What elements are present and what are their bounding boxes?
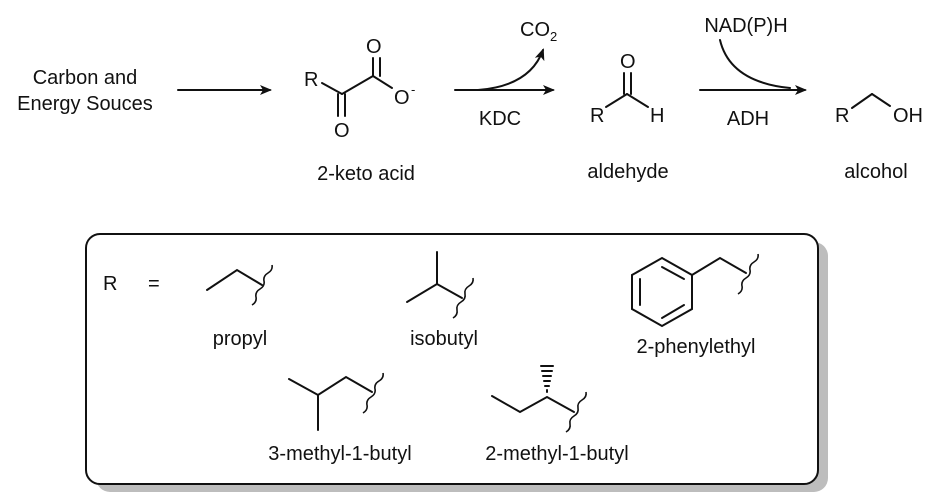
r-group-name-propyl: propyl bbox=[213, 328, 267, 350]
r-group-name-3-methyl-1-butyl: 3-methyl-1-butyl bbox=[268, 443, 411, 465]
source-label-line2: Energy Souces bbox=[17, 93, 153, 115]
adh-enzyme-label: ADH bbox=[727, 108, 769, 130]
methylbutyl-2-structure bbox=[491, 365, 587, 433]
alcohol-structure: R OH bbox=[835, 93, 923, 127]
r-group-name-2-methyl-1-butyl: 2-methyl-1-butyl bbox=[485, 443, 628, 465]
kdc-enzyme-label: KDC bbox=[479, 108, 521, 130]
alcohol-oh: OH bbox=[893, 105, 923, 127]
keto-acid-name: 2-keto acid bbox=[317, 163, 415, 185]
keto-acid-r: R bbox=[304, 69, 318, 91]
methylbutyl-3-structure bbox=[288, 372, 384, 431]
aldehyde-name: aldehyde bbox=[587, 161, 668, 183]
co2-release-arrow bbox=[477, 48, 545, 91]
hashed-wedge-bond bbox=[540, 365, 554, 393]
r-group-name-isobutyl: isobutyl bbox=[410, 328, 478, 350]
propyl-structure bbox=[206, 264, 273, 306]
phenylethyl-structure bbox=[631, 253, 759, 328]
alcohol-name: alcohol bbox=[844, 161, 907, 183]
cofactor-label: NAD(P)H bbox=[704, 15, 787, 37]
keto-acid-structure: R O O - O bbox=[304, 36, 415, 142]
aldehyde-structure: R O H bbox=[590, 51, 664, 127]
nadph-arrow bbox=[719, 39, 791, 89]
aldehyde-h: H bbox=[650, 105, 664, 127]
aldehyde-o: O bbox=[620, 51, 636, 73]
co2-label: CO2 bbox=[520, 19, 557, 44]
r-group-equals: = bbox=[148, 273, 160, 295]
r-group-box bbox=[85, 233, 819, 485]
r-group-name-phenylethyl: 2-phenylethyl bbox=[637, 336, 756, 358]
r-group-r-label: R bbox=[103, 273, 117, 295]
aldehyde-r: R bbox=[590, 105, 604, 127]
source-label-line1: Carbon and bbox=[33, 67, 138, 89]
alcohol-r: R bbox=[835, 105, 849, 127]
keto-acid-o-minus: O bbox=[394, 87, 410, 109]
keto-acid-o-top: O bbox=[366, 36, 382, 58]
isobutyl-structure bbox=[406, 251, 474, 319]
keto-acid-o-bottom: O bbox=[334, 120, 350, 142]
keto-acid-charge: - bbox=[411, 82, 415, 97]
